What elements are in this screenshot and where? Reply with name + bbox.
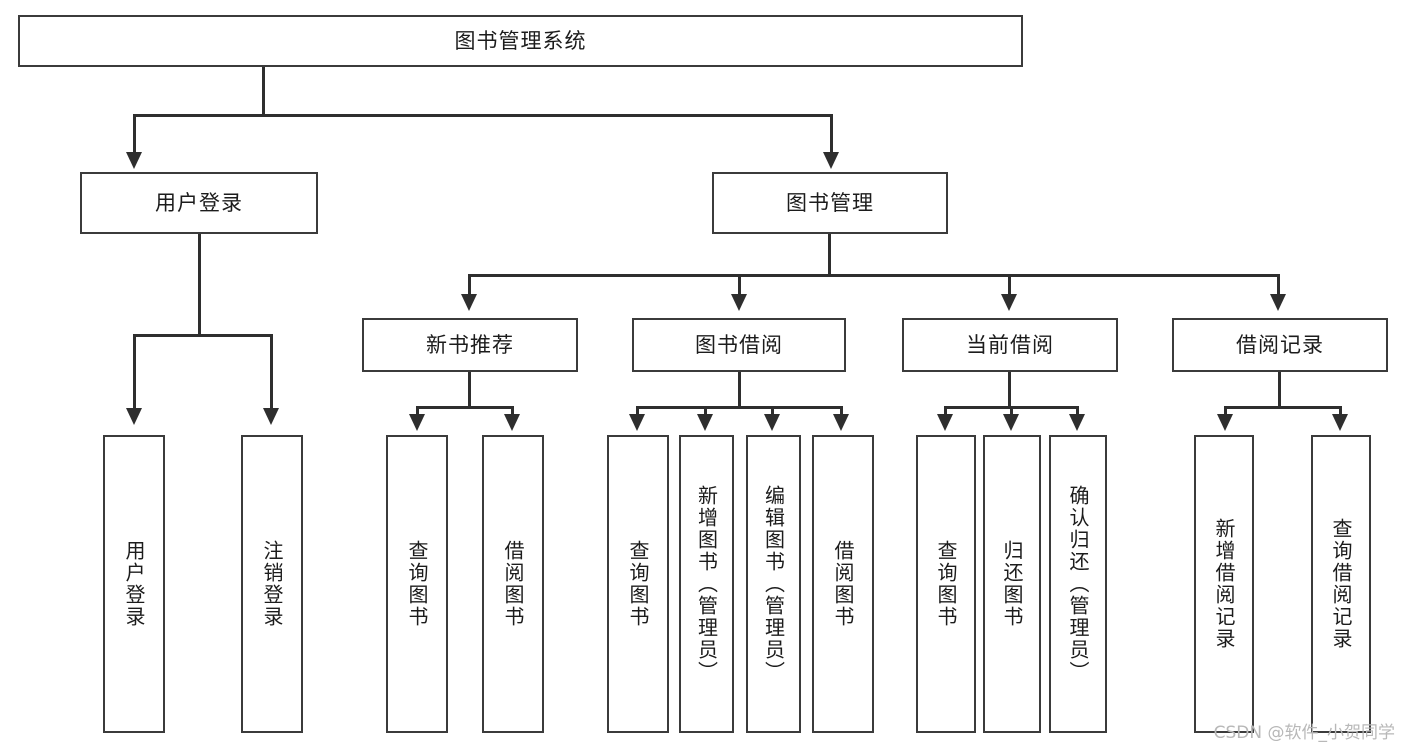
leaf-current-confirm-return[interactable]: 确认归还（管理员） xyxy=(1049,435,1107,733)
node-borrow-record-label: 借阅记录 xyxy=(1236,332,1324,357)
leaf-user-logout-label: 注销登录 xyxy=(260,540,284,628)
leaf-record-add-label: 新增借阅记录 xyxy=(1212,518,1236,650)
edge-book-mgmt-bar xyxy=(468,274,1280,277)
leaf-current-return-book[interactable]: 归还图书 xyxy=(983,435,1041,733)
edge-root-to-user-login xyxy=(133,114,136,154)
arrowhead-borrow-record xyxy=(1270,294,1286,311)
arrowhead-leaf-user-login xyxy=(126,408,142,425)
node-book-management-label: 图书管理 xyxy=(786,190,874,215)
leaf-borrow-edit-book[interactable]: 编辑图书（管理员） xyxy=(746,435,801,733)
edge-borrow-to-edit xyxy=(771,406,774,418)
watermark: CSDN @软件_小贺同学 xyxy=(1213,723,1395,743)
edge-new-book-to-borrow xyxy=(511,406,514,418)
leaf-borrow-lend-book-label: 借阅图书 xyxy=(831,540,855,628)
leaf-current-return-book-label: 归还图书 xyxy=(1000,540,1024,628)
node-root[interactable]: 图书管理系统 xyxy=(18,15,1023,67)
edge-current-to-confirm xyxy=(1076,406,1079,418)
edge-new-book-bar xyxy=(416,406,514,409)
leaf-record-query[interactable]: 查询借阅记录 xyxy=(1311,435,1371,733)
arrowhead-book-mgmt xyxy=(823,152,839,169)
edge-current-to-return xyxy=(1010,406,1013,418)
leaf-current-confirm-return-label: 确认归还（管理员） xyxy=(1066,485,1090,683)
arrowhead-new-book xyxy=(461,294,477,311)
edge-book-mgmt-to-current-borrow xyxy=(1008,274,1011,296)
node-root-label: 图书管理系统 xyxy=(454,28,587,53)
leaf-user-login[interactable]: 用户登录 xyxy=(103,435,165,733)
edge-user-login-trunk xyxy=(198,234,201,336)
leaf-borrow-add-book[interactable]: 新增图书（管理员） xyxy=(679,435,734,733)
edge-user-login-bar xyxy=(133,334,273,337)
edge-book-mgmt-to-borrow-record xyxy=(1277,274,1280,296)
edge-new-book-trunk xyxy=(468,372,471,408)
arrowhead-borrow-edit xyxy=(764,414,780,431)
edge-book-mgmt-to-new-book xyxy=(468,274,471,296)
leaf-current-query-book-label: 查询图书 xyxy=(934,540,958,628)
edge-book-mgmt-to-borrow-book xyxy=(738,274,741,296)
edge-book-borrow-bar xyxy=(636,406,842,409)
edge-record-to-add xyxy=(1224,406,1227,418)
leaf-borrow-add-book-label: 新增图书（管理员） xyxy=(694,485,719,683)
leaf-record-add[interactable]: 新增借阅记录 xyxy=(1194,435,1254,733)
arrowhead-current-confirm xyxy=(1069,414,1085,431)
edge-user-login-to-logout xyxy=(270,334,273,410)
edge-borrow-record-bar xyxy=(1224,406,1342,409)
node-borrow-record[interactable]: 借阅记录 xyxy=(1172,318,1388,372)
node-new-book-recommend-label: 新书推荐 xyxy=(426,332,514,357)
edge-root-trunk xyxy=(262,67,265,116)
arrowhead-borrow-book xyxy=(731,294,747,311)
leaf-newbook-query-book[interactable]: 查询图书 xyxy=(386,435,448,733)
leaf-borrow-lend-book[interactable]: 借阅图书 xyxy=(812,435,874,733)
leaf-newbook-borrow-book[interactable]: 借阅图书 xyxy=(482,435,544,733)
node-book-management[interactable]: 图书管理 xyxy=(712,172,948,234)
arrowhead-borrow-lend xyxy=(833,414,849,431)
leaf-record-query-label: 查询借阅记录 xyxy=(1329,518,1353,650)
arrowhead-current-return xyxy=(1003,414,1019,431)
edge-new-book-to-query xyxy=(416,406,419,418)
edge-borrow-to-lend xyxy=(840,406,843,418)
edge-root-to-book-mgmt xyxy=(830,114,833,154)
leaf-borrow-query-book-label: 查询图书 xyxy=(626,540,650,628)
edge-borrow-record-trunk xyxy=(1278,372,1281,408)
edge-borrow-to-query xyxy=(636,406,639,418)
edge-book-borrow-trunk xyxy=(738,372,741,408)
arrowhead-record-add xyxy=(1217,414,1233,431)
node-current-borrow-label: 当前借阅 xyxy=(966,332,1054,357)
arrowhead-leaf-logout xyxy=(263,408,279,425)
leaf-newbook-borrow-book-label: 借阅图书 xyxy=(501,540,525,628)
arrowhead-borrow-query xyxy=(629,414,645,431)
node-user-login-label: 用户登录 xyxy=(155,190,243,215)
node-user-login[interactable]: 用户登录 xyxy=(80,172,318,234)
arrowhead-user-login xyxy=(126,152,142,169)
arrowhead-newbook-query xyxy=(409,414,425,431)
leaf-newbook-query-book-label: 查询图书 xyxy=(405,540,429,628)
edge-borrow-to-add xyxy=(704,406,707,418)
arrowhead-current-query xyxy=(937,414,953,431)
leaf-borrow-edit-book-label: 编辑图书（管理员） xyxy=(761,485,786,683)
arrowhead-record-query xyxy=(1332,414,1348,431)
node-book-borrow-label: 图书借阅 xyxy=(695,332,783,357)
edge-book-mgmt-trunk xyxy=(828,234,831,276)
arrowhead-borrow-add xyxy=(697,414,713,431)
leaf-user-login-label: 用户登录 xyxy=(122,540,146,628)
node-new-book-recommend[interactable]: 新书推荐 xyxy=(362,318,578,372)
node-book-borrow[interactable]: 图书借阅 xyxy=(632,318,846,372)
leaf-current-query-book[interactable]: 查询图书 xyxy=(916,435,976,733)
arrowhead-current-borrow xyxy=(1001,294,1017,311)
edge-root-bar xyxy=(133,114,833,117)
arrowhead-newbook-borrow xyxy=(504,414,520,431)
edge-current-to-query xyxy=(944,406,947,418)
edge-record-to-query xyxy=(1339,406,1342,418)
node-current-borrow[interactable]: 当前借阅 xyxy=(902,318,1118,372)
leaf-user-logout[interactable]: 注销登录 xyxy=(241,435,303,733)
leaf-borrow-query-book[interactable]: 查询图书 xyxy=(607,435,669,733)
edge-current-borrow-trunk xyxy=(1008,372,1011,408)
edge-user-login-to-login xyxy=(133,334,136,410)
